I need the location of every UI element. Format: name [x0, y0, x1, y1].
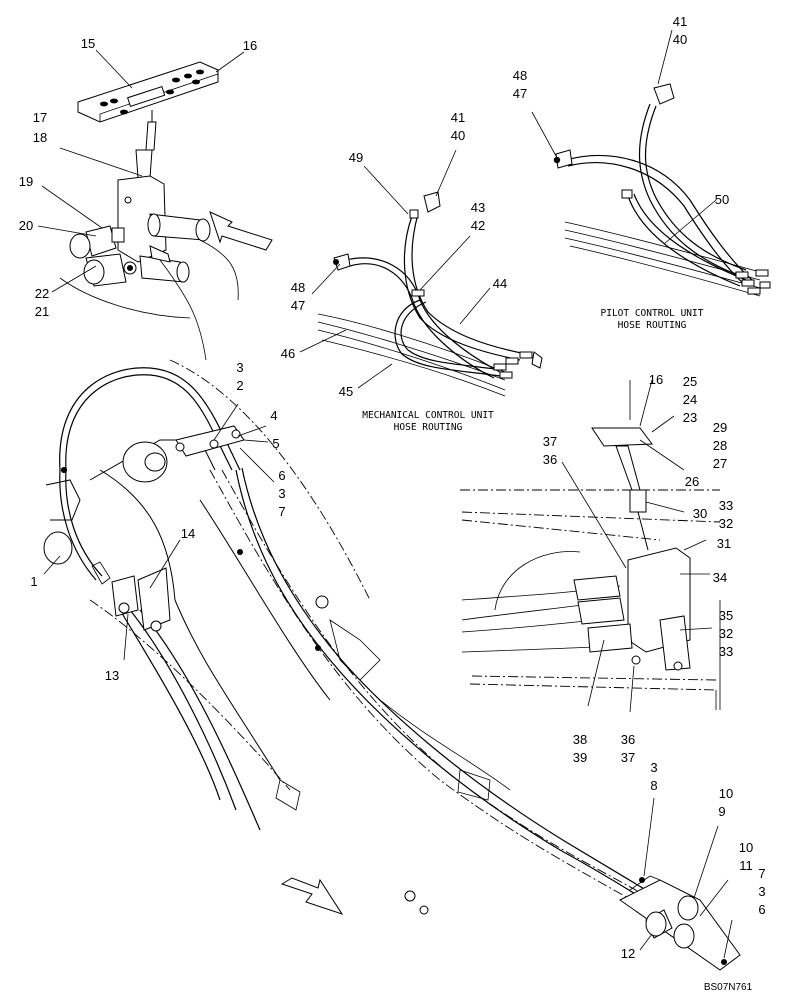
- callout: 37: [543, 434, 557, 449]
- callout: 10: [719, 786, 733, 801]
- callout: 47: [291, 298, 305, 313]
- pilot-caption-line1: PILOT CONTROL UNIT: [601, 308, 704, 319]
- leader-lines: [37, 29, 733, 959]
- callout: 33: [719, 644, 733, 659]
- callout: 32: [719, 626, 733, 641]
- callout: 43: [471, 200, 485, 215]
- callout: 41: [673, 14, 687, 29]
- callout: 40: [451, 128, 465, 143]
- callout: 47: [513, 86, 527, 101]
- callout: 27: [713, 456, 727, 471]
- callout: 18: [33, 130, 47, 145]
- pilot-valve-detail: [460, 380, 721, 710]
- callout: 3: [278, 486, 285, 501]
- callout: 19: [19, 174, 33, 189]
- callout: 10: [739, 840, 753, 855]
- callout: 25: [683, 374, 697, 389]
- callout: 48: [513, 68, 527, 83]
- callout: 4: [270, 408, 277, 423]
- pilot-hose-routing: [553, 83, 771, 297]
- callout: 3: [650, 760, 657, 775]
- callout: 1: [30, 574, 37, 589]
- callout: 46: [281, 346, 295, 361]
- callout: 44: [493, 276, 507, 291]
- callout-numbers: 15 16 17 18 19 20 22 21 49 41 40 43 42 4…: [19, 14, 766, 961]
- mechanical-hose-routing: [317, 191, 543, 397]
- control-valve-detail: [59, 61, 273, 361]
- reference-code: BS07N761: [704, 982, 753, 993]
- callout: 6: [758, 902, 765, 917]
- callout: 15: [81, 36, 95, 51]
- callout: 22: [35, 286, 49, 301]
- callout: 12: [621, 946, 635, 961]
- callout: 38: [573, 732, 587, 747]
- callout: 24: [683, 392, 697, 407]
- pilot-caption-line2: HOSE ROUTING: [618, 320, 687, 331]
- callout: 29: [713, 420, 727, 435]
- callout: 23: [683, 410, 697, 425]
- callout: 28: [713, 438, 727, 453]
- callout: 7: [758, 866, 765, 881]
- callout: 39: [573, 750, 587, 765]
- callout: 14: [181, 526, 195, 541]
- callout: 45: [339, 384, 353, 399]
- callout: 37: [621, 750, 635, 765]
- callout: 3: [236, 360, 243, 375]
- callout: 9: [718, 804, 725, 819]
- callout: 13: [105, 668, 119, 683]
- callout: 3: [758, 884, 765, 899]
- callout: 11: [739, 858, 753, 873]
- callout: 42: [471, 218, 485, 233]
- loader-arm-assembly: [43, 359, 741, 971]
- callout: 35: [719, 608, 733, 623]
- callout: 8: [650, 778, 657, 793]
- callout: 2: [236, 378, 243, 393]
- callout: 30: [693, 506, 707, 521]
- callout: 32: [719, 516, 733, 531]
- callout: 16: [243, 38, 257, 53]
- mechanical-caption-line2: HOSE ROUTING: [394, 422, 463, 433]
- callout: 40: [673, 32, 687, 47]
- callout: 21: [35, 304, 49, 319]
- callout: 20: [19, 218, 33, 233]
- callout: 6: [278, 468, 285, 483]
- callout: 41: [451, 110, 465, 125]
- captions: MECHANICAL CONTROL UNIT HOSE ROUTING PIL…: [362, 308, 752, 993]
- callout: 5: [272, 436, 279, 451]
- callout: 36: [543, 452, 557, 467]
- mechanical-caption-line1: MECHANICAL CONTROL UNIT: [362, 410, 494, 421]
- callout: 7: [278, 504, 285, 519]
- callout: 33: [719, 498, 733, 513]
- callout: 36: [621, 732, 635, 747]
- callout: 17: [33, 110, 47, 125]
- callout: 49: [349, 150, 363, 165]
- callout: 26: [685, 474, 699, 489]
- callout: 50: [715, 192, 729, 207]
- callout: 16: [649, 372, 663, 387]
- callout: 31: [717, 536, 731, 551]
- callout: 48: [291, 280, 305, 295]
- callout: 34: [713, 570, 727, 585]
